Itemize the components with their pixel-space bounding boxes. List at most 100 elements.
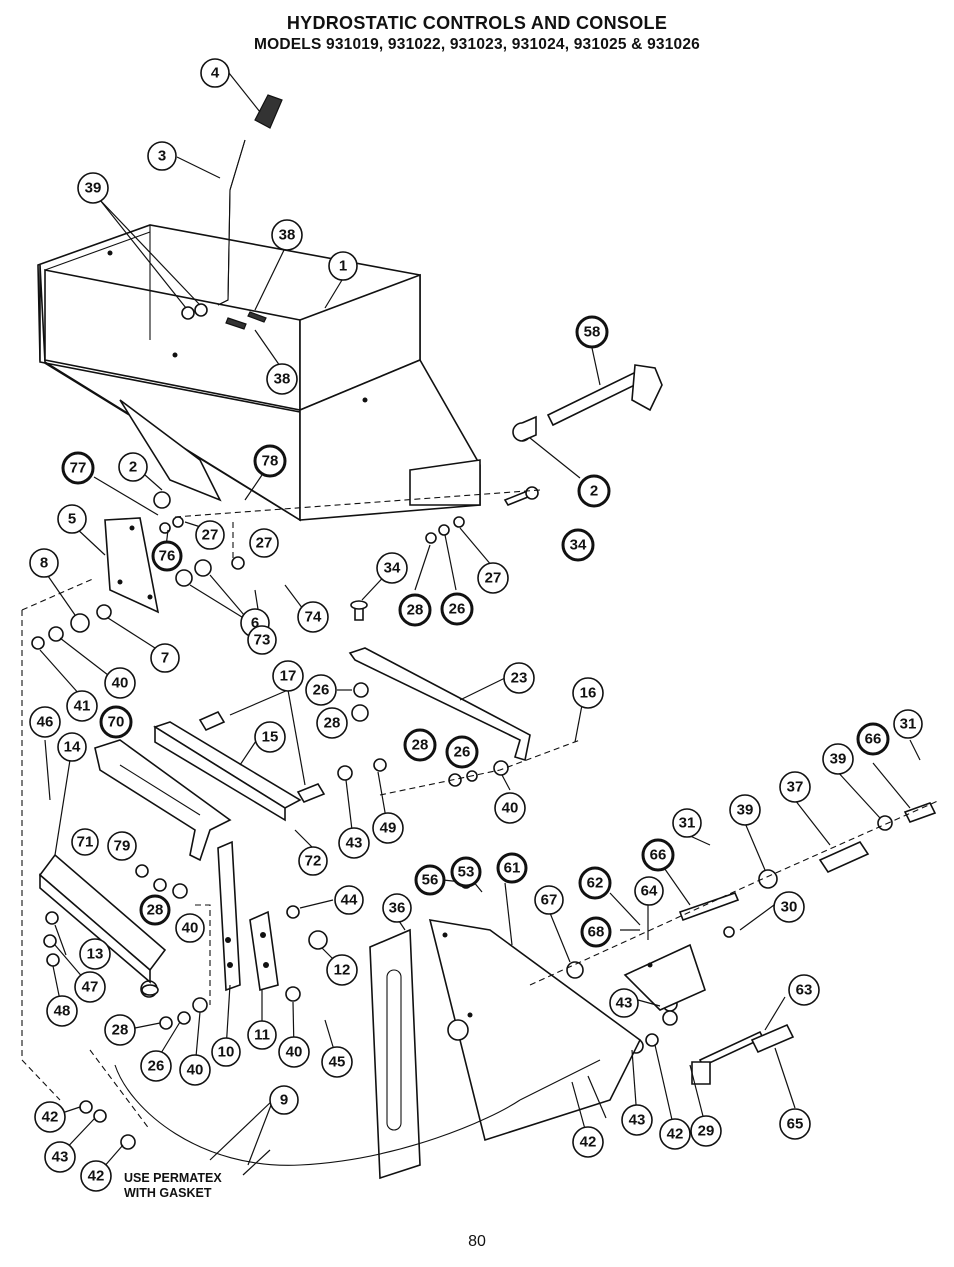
callout: 64: [634, 876, 664, 906]
callout: 28: [316, 707, 348, 739]
callout-text: 66: [865, 731, 882, 748]
callout-text: 42: [580, 1134, 597, 1151]
callout: 10: [211, 1037, 241, 1067]
callout: 26: [140, 1050, 172, 1082]
callout: 27: [195, 520, 225, 550]
callout: 28: [403, 728, 437, 762]
callout-text: 68: [588, 924, 605, 941]
callout-text: 71: [77, 834, 94, 851]
cable-9: [114, 1059, 601, 1166]
bolt-34: [503, 486, 539, 506]
callout-text: 48: [54, 1003, 71, 1020]
callout: 31: [672, 808, 702, 838]
callout-text: 62: [587, 875, 604, 892]
callout: 49: [372, 812, 404, 844]
bracket-11: [249, 910, 279, 992]
callout: 72: [298, 846, 328, 876]
callout: 26: [445, 735, 479, 769]
callout-text: 2: [590, 483, 598, 500]
callout-text: 8: [40, 555, 48, 572]
callout-text: 3: [158, 148, 166, 165]
rail-15: [153, 710, 326, 822]
callout: 34: [561, 528, 595, 562]
callout-text: 79: [114, 838, 131, 855]
callout: 39: [822, 743, 854, 775]
rod-63: [691, 1023, 795, 1085]
callout: 74: [297, 601, 329, 633]
callout-text: 4: [211, 65, 220, 82]
callout: 47: [74, 971, 106, 1003]
callout: 61: [496, 852, 528, 884]
callout-text: 13: [87, 946, 104, 963]
callout-text: 78: [262, 453, 279, 470]
callout-text: 43: [629, 1112, 646, 1129]
callout-text: 43: [616, 995, 633, 1012]
callout: 42: [34, 1101, 66, 1133]
callout-text: 63: [796, 982, 813, 999]
callout-text: 40: [182, 920, 199, 937]
callout-text: 10: [218, 1044, 235, 1061]
callout-text: 40: [502, 800, 519, 817]
callout-text: 30: [781, 899, 798, 916]
callout: 63: [788, 974, 820, 1006]
callout: 40: [104, 667, 136, 699]
assembly-lines: [21, 489, 941, 1131]
callout-text: 47: [82, 979, 99, 996]
callout: 40: [179, 1054, 211, 1086]
page-number: 80: [468, 1233, 486, 1250]
callout: 76: [151, 540, 183, 572]
callout-text: 31: [900, 716, 917, 733]
callout: 31: [893, 709, 923, 739]
callout: 66: [856, 722, 890, 756]
callout-text: 17: [280, 668, 297, 685]
callout: 28: [398, 593, 432, 627]
callout-text: 9: [280, 1092, 288, 1109]
callout-labels: 4 3 39 38 1 38 58 2 77 2 78 34 5 27 27 7…: [29, 58, 923, 1192]
callout: 58: [575, 315, 609, 349]
shaft-66: [678, 802, 937, 922]
callout-text: 66: [650, 847, 667, 864]
callout: 27: [477, 562, 509, 594]
note-line-2: WITH GASKET: [124, 1186, 212, 1200]
callout-text: 76: [159, 548, 176, 565]
callout: 70: [99, 705, 133, 739]
callout-text: 61: [504, 860, 521, 877]
callout-text: 77: [70, 460, 87, 477]
callout-text: 11: [254, 1027, 270, 1044]
callout: 62: [578, 866, 612, 900]
callout-text: 27: [202, 527, 219, 544]
leaders: [39, 72, 921, 1177]
callout: 40: [494, 792, 526, 824]
callout: 42: [80, 1160, 112, 1192]
bracket-5: [104, 517, 160, 614]
callout: 40: [278, 1036, 310, 1068]
callout-text: 2: [129, 459, 137, 476]
callout-text: 39: [85, 180, 102, 197]
callout-text: 56: [422, 872, 439, 889]
diagram-subtitle: MODELS 931019, 931022, 931023, 931024, 9…: [253, 36, 700, 53]
callout: 78: [253, 444, 287, 478]
note-line-1: USE PERMATEX: [124, 1171, 222, 1185]
callout: 28: [139, 894, 171, 926]
callout-text: 72: [305, 853, 322, 870]
callout: 39: [729, 794, 761, 826]
callout-text: 42: [42, 1109, 59, 1126]
callout-text: 26: [148, 1058, 165, 1075]
callout: 23: [503, 662, 535, 694]
callout: 71: [71, 828, 99, 856]
plate-61: [428, 919, 642, 1142]
callout: 41: [66, 690, 98, 722]
callout: 42: [572, 1126, 604, 1158]
callout-text: 38: [279, 227, 296, 244]
callout-text: 7: [161, 650, 169, 667]
callout-text: 58: [584, 324, 601, 341]
callout: 73: [247, 625, 277, 655]
shift-lever: [181, 94, 283, 330]
callout-text: 23: [511, 670, 528, 687]
callout: 5: [57, 504, 87, 534]
callout-text: 26: [313, 682, 330, 699]
callout-text: 1: [339, 258, 347, 275]
callout-text: 28: [324, 715, 341, 732]
callout-text: 28: [112, 1022, 129, 1039]
